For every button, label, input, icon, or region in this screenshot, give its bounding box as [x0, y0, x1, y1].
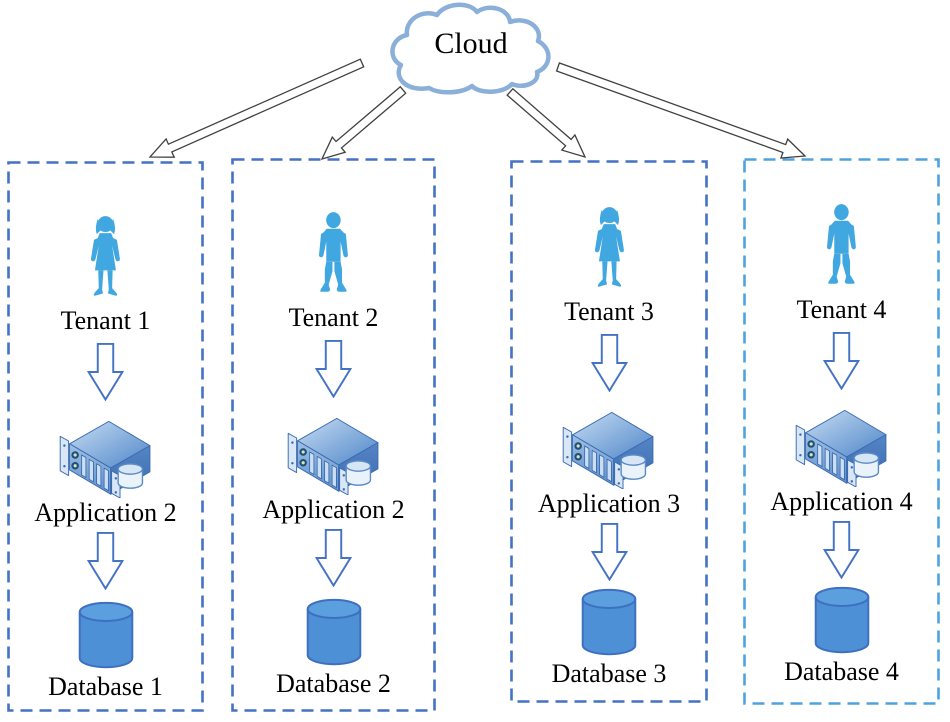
- cloud-to-tenant-1-arrow: [148, 58, 365, 158]
- database-label: Database 1: [48, 672, 163, 702]
- cloud-label: Cloud: [434, 27, 508, 60]
- database-label: Database 3: [551, 659, 667, 689]
- dashed-border: [510, 160, 708, 703]
- application-label: Application 2: [34, 498, 177, 528]
- dashed-border: [743, 158, 940, 705]
- tenant-3-panel: Tenant 3 Application 3 Database 3: [510, 160, 708, 703]
- application-label: Application 4: [770, 487, 913, 517]
- database-label: Database 4: [784, 657, 899, 687]
- tenant-2-panel: Tenant 2 Application 2 Database 2: [231, 158, 436, 712]
- database-label: Database 2: [276, 669, 391, 699]
- tenant-label: Tenant 4: [796, 295, 887, 324]
- dashed-border: [7, 161, 204, 712]
- cloud-icon: [390, 2, 551, 95]
- tenant-label: Tenant 1: [60, 306, 151, 335]
- tenant-label: Tenant 3: [564, 297, 654, 326]
- application-label: Application 2: [262, 495, 405, 525]
- cloud-to-tenant-4-arrow: [555, 62, 807, 159]
- application-label: Application 3: [537, 489, 681, 519]
- tenant-label: Tenant 2: [288, 303, 379, 332]
- tenant-4-panel: Tenant 4 Application 4 Database 4: [743, 158, 940, 705]
- dashed-border: [231, 158, 436, 712]
- tenant-1-panel: Tenant 1 Application 2 Database 1: [7, 161, 204, 712]
